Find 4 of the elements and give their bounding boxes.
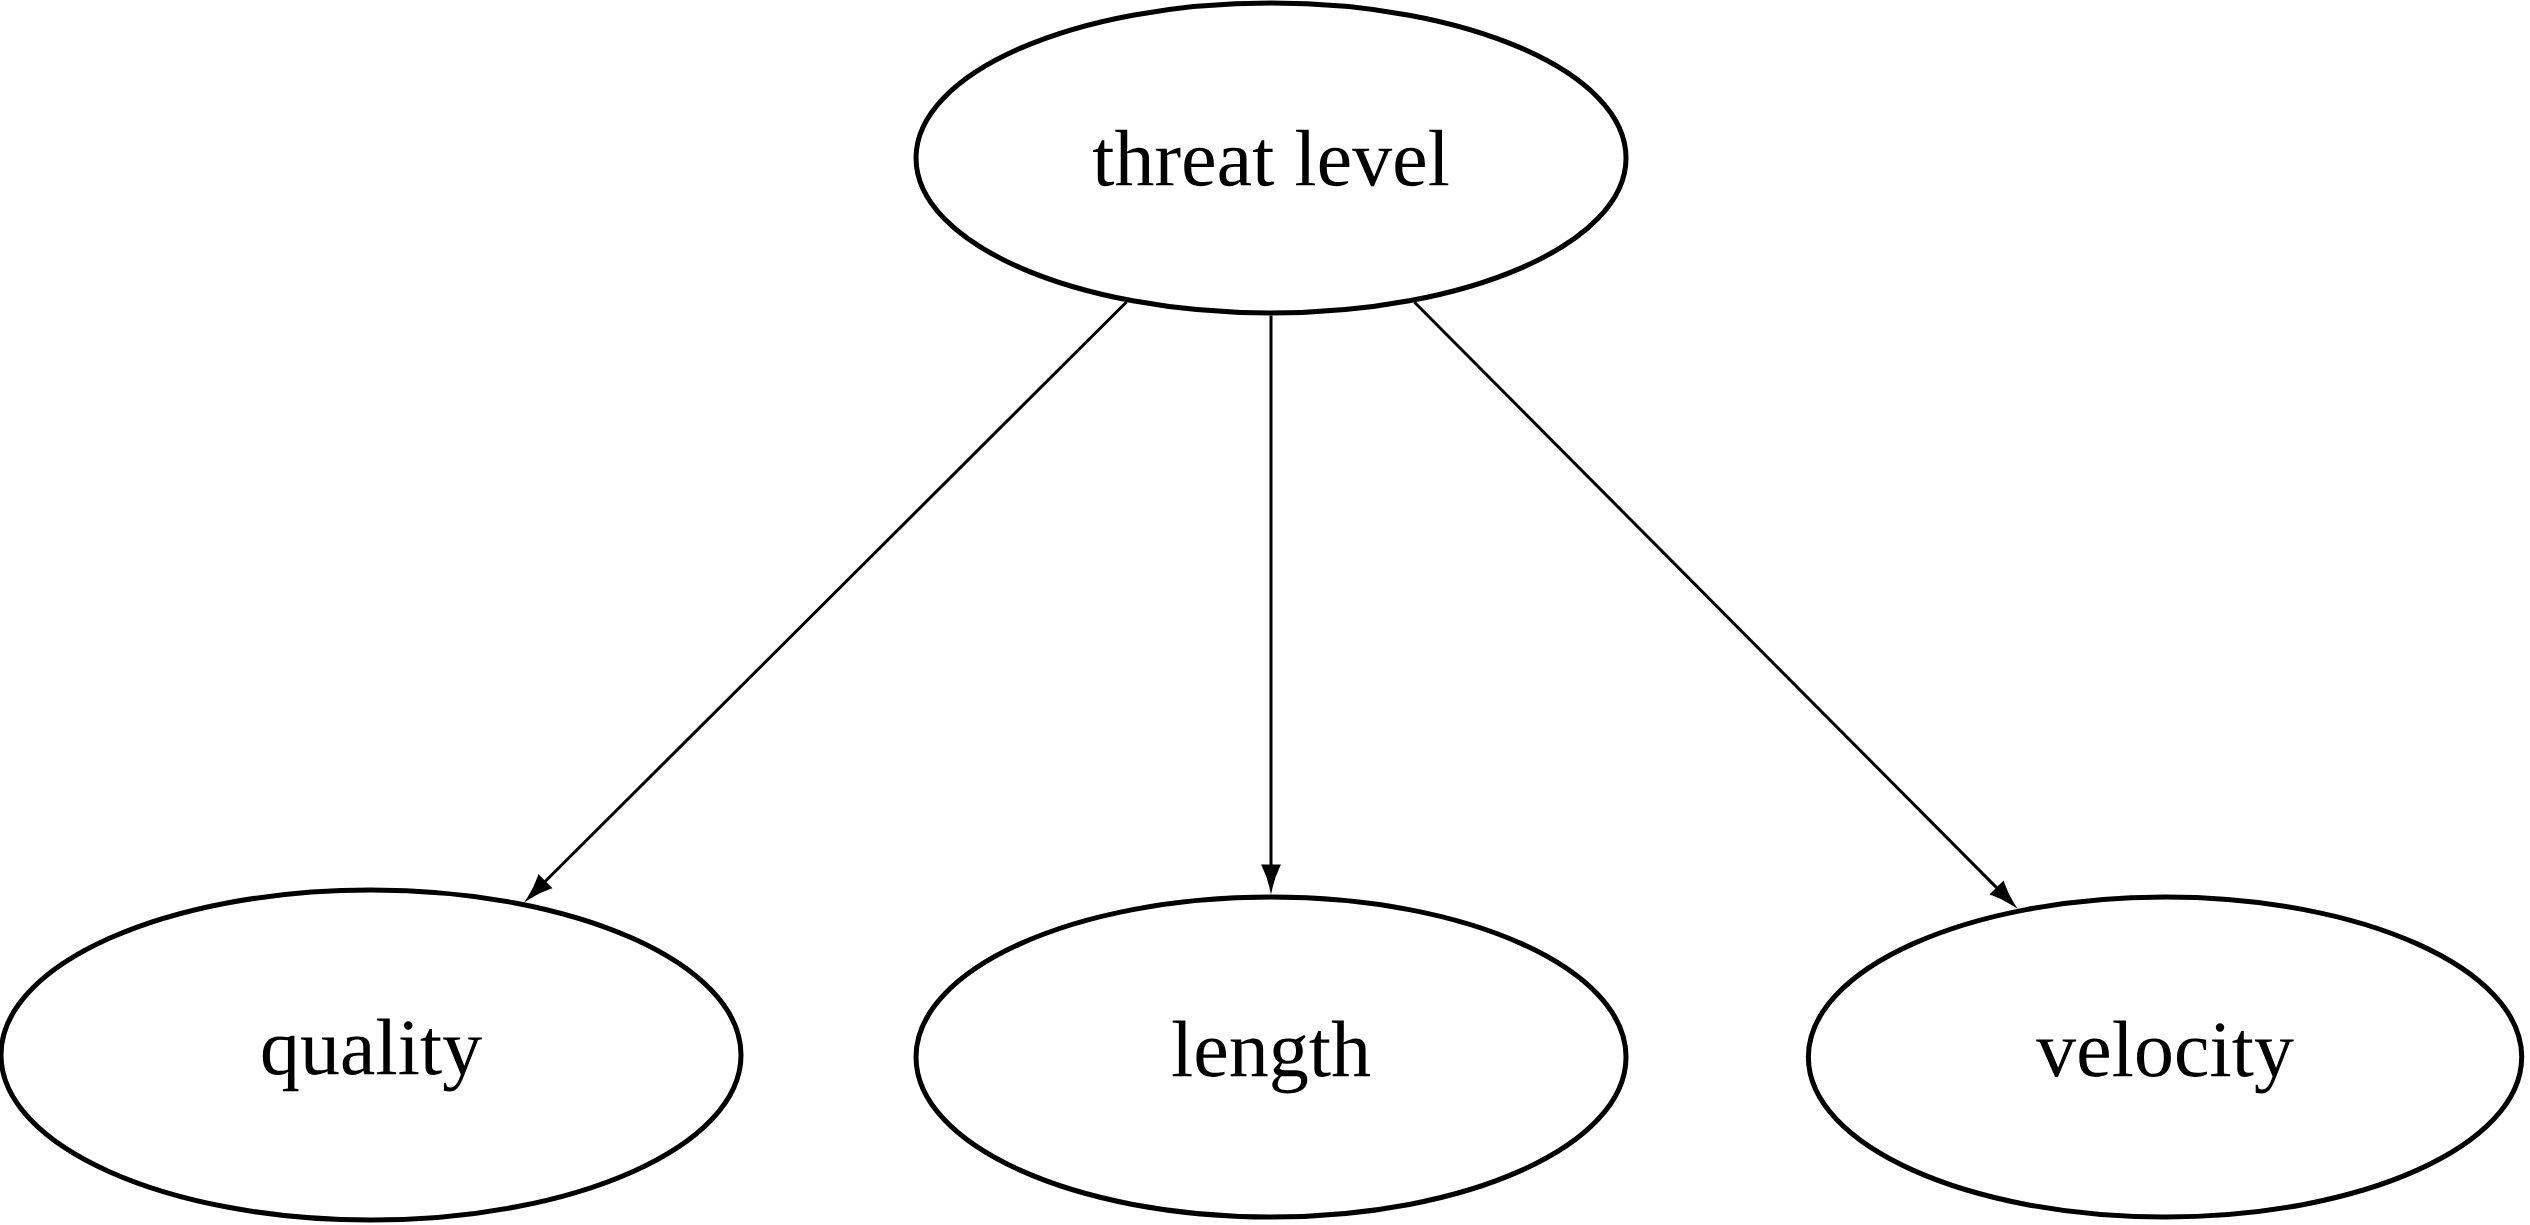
- ellipse-node: threat level: [913, 0, 1629, 316]
- ellipse-node: velocity: [1805, 894, 2525, 1220]
- ellipse-node: length: [913, 894, 1629, 1220]
- arrow: [1413, 301, 2015, 906]
